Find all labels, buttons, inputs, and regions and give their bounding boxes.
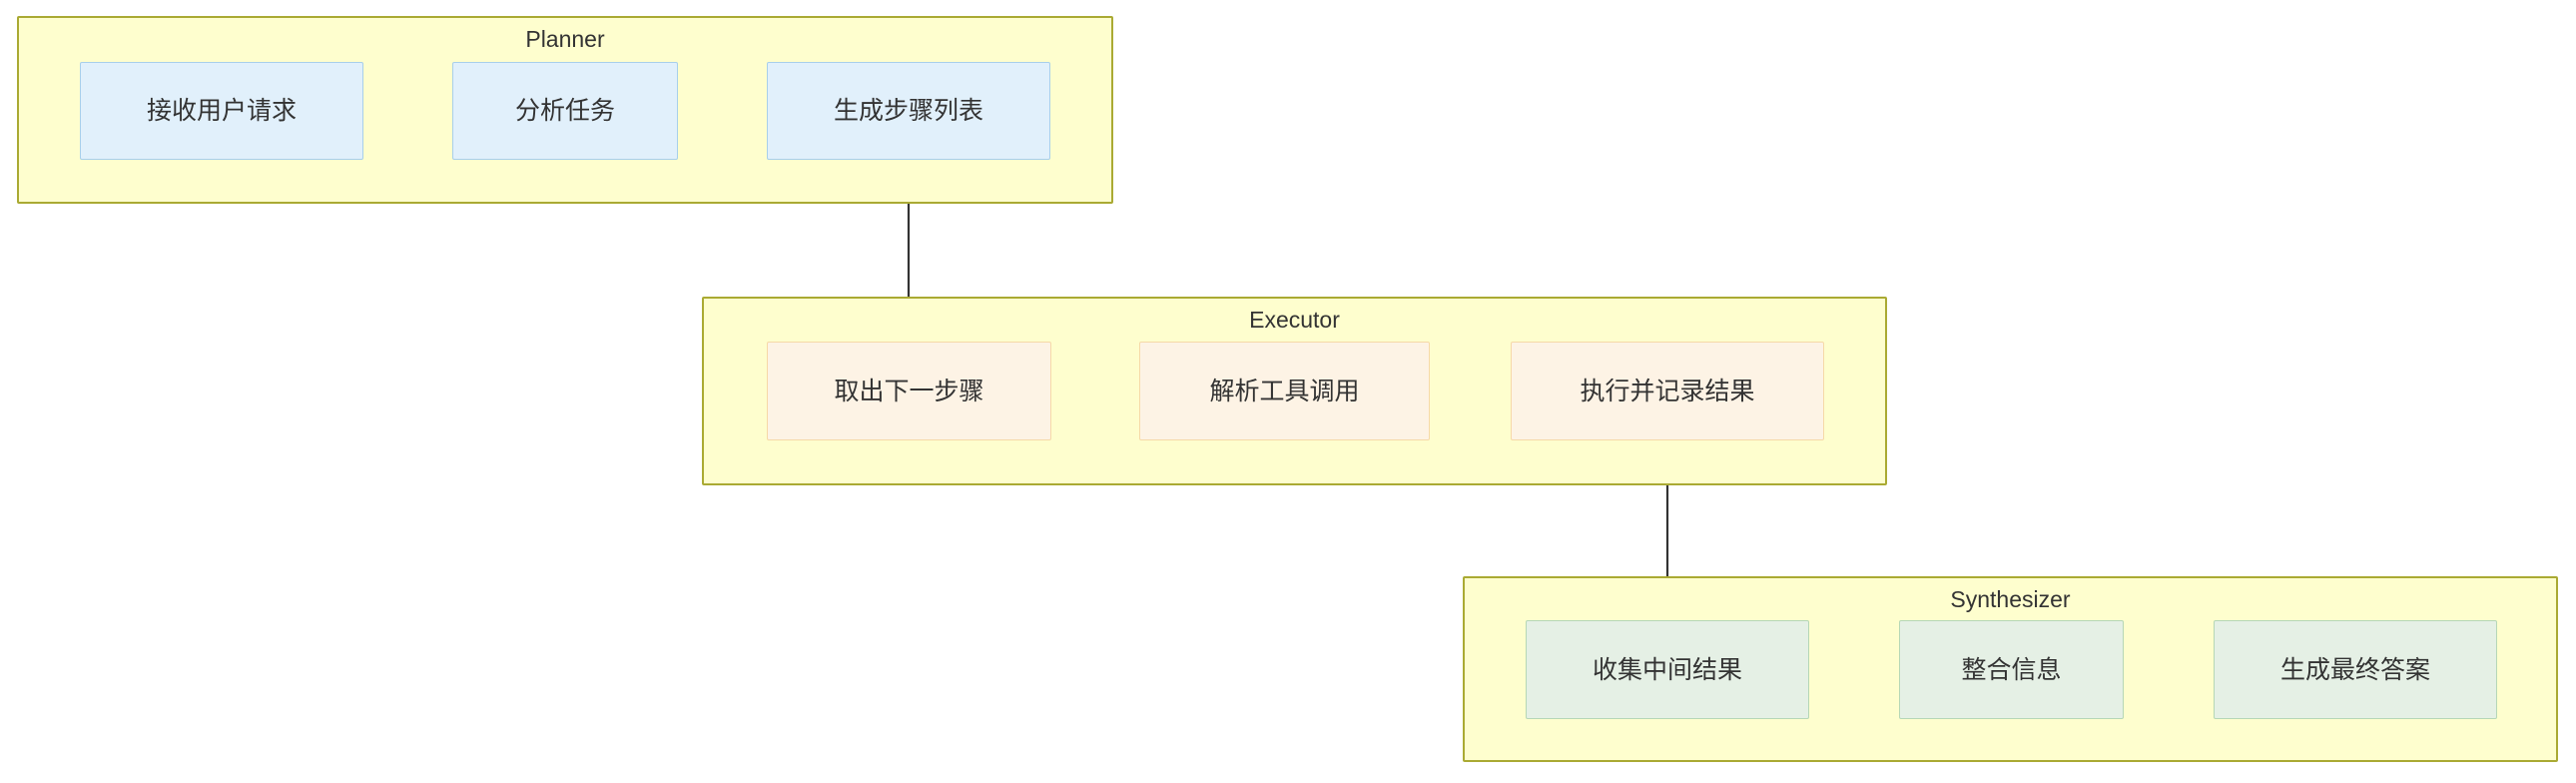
cluster-planner-title: Planner xyxy=(525,26,605,52)
node-generate-step-list[interactable]: 生成步骤列表 xyxy=(767,62,1050,160)
node-receive-user-request[interactable]: 接收用户请求 xyxy=(80,62,363,160)
node-integrate-information[interactable]: 整合信息 xyxy=(1899,620,2124,719)
cluster-synthesizer-title: Synthesizer xyxy=(1950,586,2071,612)
node-take-next-step[interactable]: 取出下一步骤 xyxy=(767,342,1051,440)
node-generate-final-answer[interactable]: 生成最终答案 xyxy=(2214,620,2497,719)
node-parse-tool-call[interactable]: 解析工具调用 xyxy=(1139,342,1430,440)
node-execute-and-record-result[interactable]: 执行并记录结果 xyxy=(1511,342,1824,440)
node-collect-intermediate-results[interactable]: 收集中间结果 xyxy=(1526,620,1809,719)
cluster-executor-title: Executor xyxy=(1249,307,1340,333)
node-analyze-task[interactable]: 分析任务 xyxy=(452,62,678,160)
